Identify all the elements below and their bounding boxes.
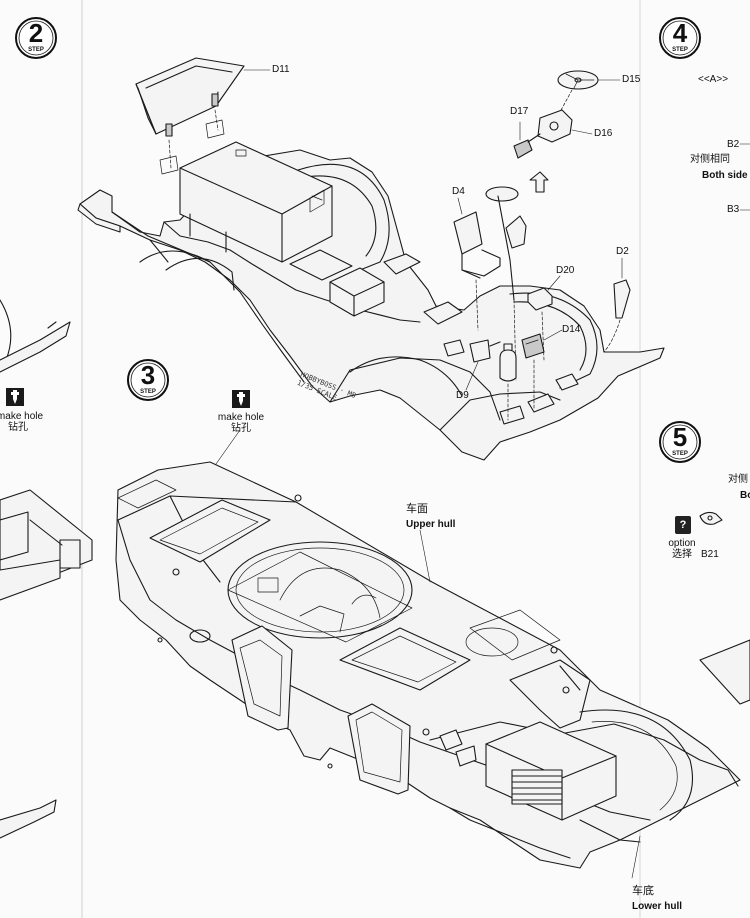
both-side-label-cn-cut: 对侧 [728,474,748,485]
make-hole-label-cn: 钻孔 [231,423,251,434]
step-badge-icon [15,17,57,59]
part-label-D15: D15 [622,74,641,85]
part-D11-tray [135,57,271,175]
part-D16-D17-column [513,109,593,193]
make-hole-label-en: make hole [217,412,265,423]
part-label-D11: D11 [272,64,290,75]
step-2-badge: 2 STEP [14,16,58,60]
part-label-D17: D17 [510,106,529,117]
step-3-badge: 3 STEP [126,358,170,402]
question-icon: ? [675,516,691,534]
step-number: 4 [672,18,688,48]
step3-hull [115,429,741,879]
drill-icon [232,390,250,408]
part-D14-pedals [521,329,563,411]
part-D15-steering-wheel [557,70,621,113]
step-word: STEP [672,47,688,53]
step-number: 5 [672,422,688,452]
part-label-D16: D16 [594,128,613,139]
step-5-badge: 5 STEP [658,420,702,464]
drill-icon [6,388,24,406]
make-hole-label-cn-left: 钻孔 [8,422,28,433]
part-label-D14: D14 [562,324,581,335]
step2-hull [77,141,665,461]
left-cropped-part-top [0,299,71,373]
part-label-B3: B3 [727,204,740,215]
part-label-B21: B21 [701,549,719,560]
step-4-badge: 4 STEP [658,16,702,60]
step-badge-icon [127,359,169,401]
step-number: 3 [140,360,156,390]
part-label-D2: D2 [616,246,629,257]
left-cropped-part-bottom [0,799,57,839]
sub-assembly-A-label: <<A>> [698,74,729,85]
left-cropped-part-mid [0,489,93,601]
step-word: STEP [28,47,44,53]
step-number: 2 [28,18,44,48]
step-word: STEP [672,451,688,457]
part-D2-lever [603,257,631,353]
option-label-cn: 选择 [672,549,692,560]
upper-hull-label-en: Upper hull [406,519,456,530]
step-badge-icon [659,421,701,463]
make-hole-label-en-left: make hole [0,411,44,422]
right-cropped-parts [699,143,750,705]
option-label-en: option [668,538,696,549]
part-label-D4: D4 [452,186,465,197]
upper-hull-label-cn: 车面 [406,503,428,515]
lower-hull-label-cn: 车底 [632,885,654,897]
lower-hull-label-en: Lower hull [632,901,682,912]
part-label-D9: D9 [456,390,469,401]
both-side-label-cn: 对侧相同 [690,154,730,165]
both-side-label-en: Both side [702,170,748,181]
steering-column-assembled [485,186,527,381]
part-D4-seat [453,197,501,331]
part-label-D20: D20 [556,265,575,276]
step-word: STEP [140,389,156,395]
step-badge-icon [659,17,701,59]
both-side-label-en-cut: Bo [740,490,750,501]
part-label-B2: B2 [727,139,740,150]
part-D9-extinguisher [443,339,517,421]
